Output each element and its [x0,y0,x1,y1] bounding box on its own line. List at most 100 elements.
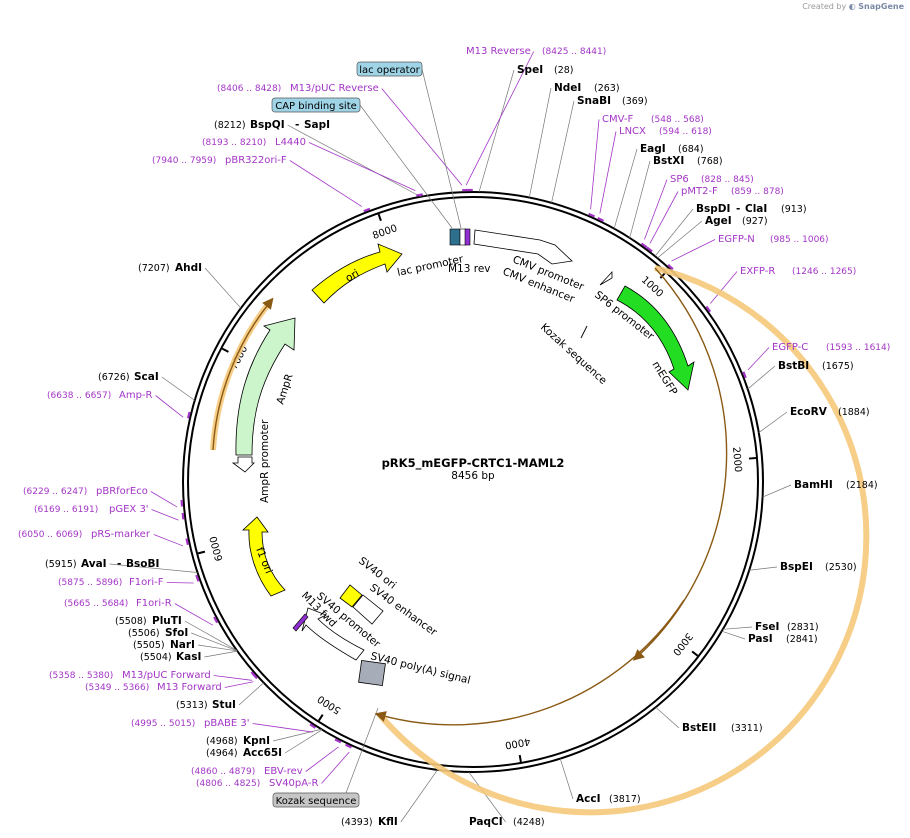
enzyme-pos: (1675) [822,361,854,372]
callout-leader-line [421,68,462,229]
scale-tick [221,347,229,353]
primer-name: pRS-marker [91,529,151,540]
primer-site-mark [597,216,605,222]
enzyme-labels: SpeI (28) NdeI (263) SnaBI (369) EagI (6… [45,64,878,828]
primer-site-mark [309,723,317,729]
enzyme-name: BspEI [780,561,813,573]
primer-leader-line [174,603,213,626]
primer-leader-line [252,723,313,733]
primer-site-mark [640,242,648,249]
backbone-outer [182,191,764,773]
enzyme-name: KflI [378,816,398,828]
enzyme-name: BamHI [794,479,833,491]
enzyme-leader-line [287,124,421,198]
enzyme-leader-line [722,626,753,630]
lac-operator-callout-label: lac operator [359,65,420,76]
enzyme-pos: (263) [594,83,620,94]
primer-pos: (5875 .. 5896) [58,578,122,588]
enzyme-pos: (7207) [138,263,170,274]
primer-name: F1ori-R [136,598,172,609]
enzyme-name: ScaI [134,371,159,383]
primer-leader-line [151,509,179,521]
sv40-ori-box [339,584,363,608]
primer-pos: (8406 .. 8428) [217,84,281,94]
enzyme-leader-line [654,208,694,257]
primer-name: M13/pUC Forward [122,670,211,681]
enzyme-leader-line [204,650,238,658]
enzyme-pos: (2831) [787,622,819,633]
backbone-inner [187,196,759,768]
primer-pos: (6050 .. 6069) [18,530,82,540]
enzyme-pos: (927) [742,216,768,227]
credit-brand: SnapGene [858,2,904,11]
primer-leader-line [155,395,184,418]
orf-highlight [377,265,870,816]
primer-pos: (594 .. 618) [659,127,712,137]
sv40-polya-box [358,659,386,687]
scale-tick [659,272,666,279]
scale-tick-label: 5000 [316,693,343,716]
primer-name: pBR322ori-F [225,155,287,166]
scale-tick [377,213,382,222]
primer-name: EBV-rev [264,766,303,777]
kozak-feature-label: Kozak sequence [538,321,609,387]
ori-label: ori [344,267,362,284]
primer-pos: (7940 .. 7959) [152,156,216,166]
primer-name: L4440 [275,137,306,148]
scale-tick [748,456,757,460]
primer-pos: (8193 .. 8210) [202,138,266,148]
enzyme-name: KpnI [243,735,270,747]
primer-leader-line [213,675,252,681]
enzyme-leader-line [197,644,238,652]
primer-leader-line [590,119,600,210]
enzyme-pos: (1884) [838,407,870,418]
kozak-sequence-callout: Kozak sequence [272,792,360,808]
sv40-enhancer-box [352,594,384,625]
enzyme-name-2: BsoBI [126,558,159,570]
megfp-arrow [616,285,695,391]
sp6-promoter-arrow [599,270,613,286]
primer-site-mark [646,246,653,253]
scale-tick-label: 8000 [371,223,399,242]
primer-name: pGEX 3' [109,504,149,515]
enzyme-pos: (3817) [609,794,641,805]
cmv-promoter-arrow [473,229,573,265]
primer-leader-line [747,347,770,371]
enzyme-leader-line [559,758,574,800]
primer-name: Amp-R [119,390,153,401]
scale-tick-label: 2000 [730,446,743,472]
scale-tick [197,550,206,555]
enzyme-name: NarI [170,639,195,651]
enzyme-leader-line [749,566,778,571]
enzyme-dash: - [736,203,740,215]
scale-tick [518,754,522,763]
primer-leader-line [224,681,254,688]
primer-name: SP6 [670,174,689,185]
enzyme-name: BstXI [653,155,684,167]
primer-site-mark [251,672,258,680]
enzyme-leader-line [161,376,195,401]
enzyme-name: AgeI [705,215,732,227]
enzyme-pos: (3311) [731,723,763,734]
enzyme-pos: (5504) [140,652,172,663]
primer-site-mark [363,207,371,213]
primer-name: M13/pUC Reverse [290,83,379,94]
scale-tick-label: 3000 [670,630,694,657]
kozak-callout-label: Kozak sequence [276,796,357,807]
primer-pos: (6169 .. 6191) [34,505,98,515]
enzyme-name: PaqCI [469,816,503,828]
enzyme-pos: (5505) [133,640,165,651]
ampr-promoter-label: AmpR promoter [259,419,271,503]
enzyme-pos: (684) [678,144,704,155]
m13-fwd-box [292,613,309,632]
primer-site-mark [705,305,712,313]
primer-pos: (5358 .. 5380) [49,671,113,681]
enzyme-pos: (8212) [214,120,246,131]
enzyme-leader-line [747,365,776,390]
primer-pos: (1246 .. 1265) [792,267,856,277]
enzyme-name: NdeI [554,82,581,94]
enzyme-name: KasI [176,651,201,663]
enzyme-name: FseI [755,621,779,633]
enzyme-pos: (2184) [846,480,878,491]
primer-leader-line [321,751,350,784]
